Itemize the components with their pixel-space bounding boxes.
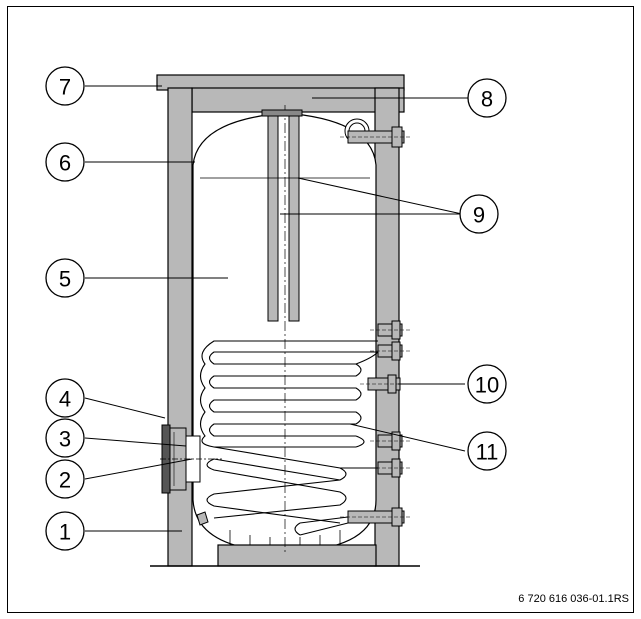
callout-9: 9: [459, 194, 499, 234]
diagram-frame: [7, 6, 634, 613]
callout-circle: [467, 78, 507, 118]
callout-circle: [45, 378, 85, 418]
inner-tank: [192, 112, 377, 553]
callout-number: 4: [59, 387, 71, 412]
callout-number: 2: [59, 468, 71, 493]
inspection-flange: [160, 424, 222, 494]
callout-number: 8: [481, 87, 493, 112]
callout-6: 6: [45, 142, 85, 182]
figure-code: 6 720 616 036-01.1RS: [518, 593, 629, 605]
callout-5: 5: [45, 258, 85, 298]
callout-circle: [45, 66, 85, 106]
top-insulation: [191, 87, 405, 113]
callout-number: 6: [59, 151, 71, 176]
callout-number: 5: [59, 267, 71, 292]
callout-circle: [459, 194, 499, 234]
anode-rod-left: [267, 115, 279, 322]
callout-circle: [467, 364, 507, 404]
callout-8: 8: [467, 78, 507, 118]
callout-11: 11: [467, 431, 507, 471]
callout-4: 4: [45, 378, 85, 418]
anode-flange: [261, 109, 303, 117]
callout-circle: [45, 459, 85, 499]
callout-number: 3: [59, 427, 71, 452]
callout-circle: [467, 431, 507, 471]
callout-1: 1: [45, 511, 85, 551]
anode-rod-right: [288, 115, 300, 322]
callout-number: 9: [473, 203, 485, 228]
callout-number: 10: [475, 373, 499, 398]
callout-circle: [45, 258, 85, 298]
callout-number: 11: [476, 440, 499, 465]
callout-10: 10: [467, 364, 507, 404]
callout-7: 7: [45, 66, 85, 106]
callout-circle: [45, 511, 85, 551]
callout-2: 2: [45, 459, 85, 499]
callout-circle: [45, 142, 85, 182]
drain-stub: [196, 511, 209, 526]
callout-number: 1: [59, 520, 71, 545]
callout-circle: [45, 418, 85, 458]
base-ribs: [229, 530, 341, 545]
heat-exchanger-coil: [199, 340, 379, 536]
callout-number: 7: [59, 75, 71, 100]
callout-3: 3: [45, 418, 85, 458]
